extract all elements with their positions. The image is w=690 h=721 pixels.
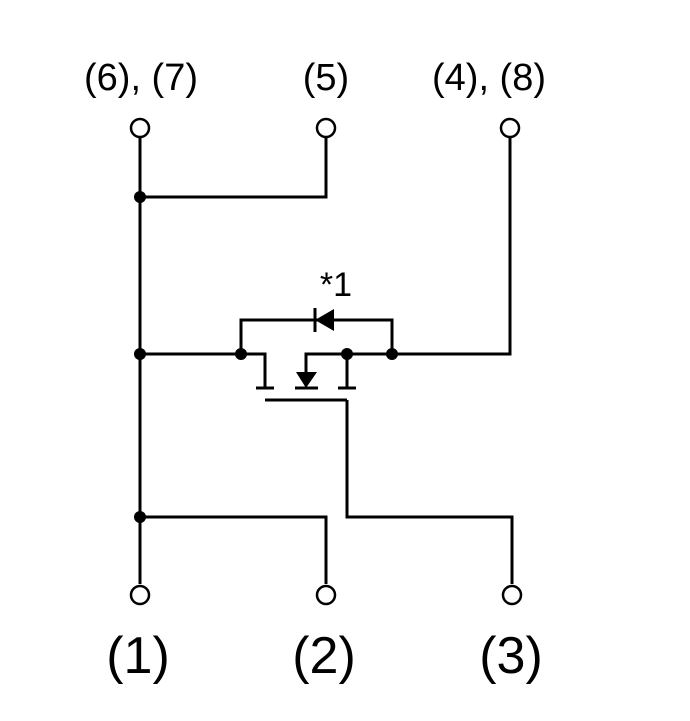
junction-node — [235, 348, 247, 360]
pin2-wire — [140, 515, 328, 584]
terminal-3 — [501, 584, 523, 606]
pin-label-5: (5) — [303, 57, 349, 99]
gate-wire — [345, 400, 514, 584]
pin5-wire — [140, 137, 328, 199]
junction-node — [341, 348, 353, 360]
pin-label-1: (1) — [106, 627, 170, 685]
terminal-2 — [315, 584, 337, 606]
diode-note: *1 — [320, 266, 352, 304]
mosfet-drain-lead — [304, 352, 392, 372]
terminal-5 — [315, 117, 337, 139]
pin48-wire — [392, 137, 512, 356]
pin-label-2: (2) — [292, 627, 356, 685]
terminal-4-8 — [499, 117, 521, 139]
pin-label-4-8: (4), (8) — [432, 57, 546, 99]
pin-label-3: (3) — [479, 627, 543, 685]
pin-label-6-7: (6), (7) — [84, 57, 198, 99]
diode-arrow — [315, 309, 334, 331]
terminal-6-7 — [129, 117, 151, 139]
junction-node — [134, 348, 146, 360]
junction-node — [134, 191, 146, 203]
terminal-1 — [129, 584, 151, 606]
junction-node — [386, 348, 398, 360]
mosfet-body-arrow — [296, 372, 317, 388]
mosfet-source-lead — [241, 352, 267, 388]
junction-node — [134, 511, 146, 523]
